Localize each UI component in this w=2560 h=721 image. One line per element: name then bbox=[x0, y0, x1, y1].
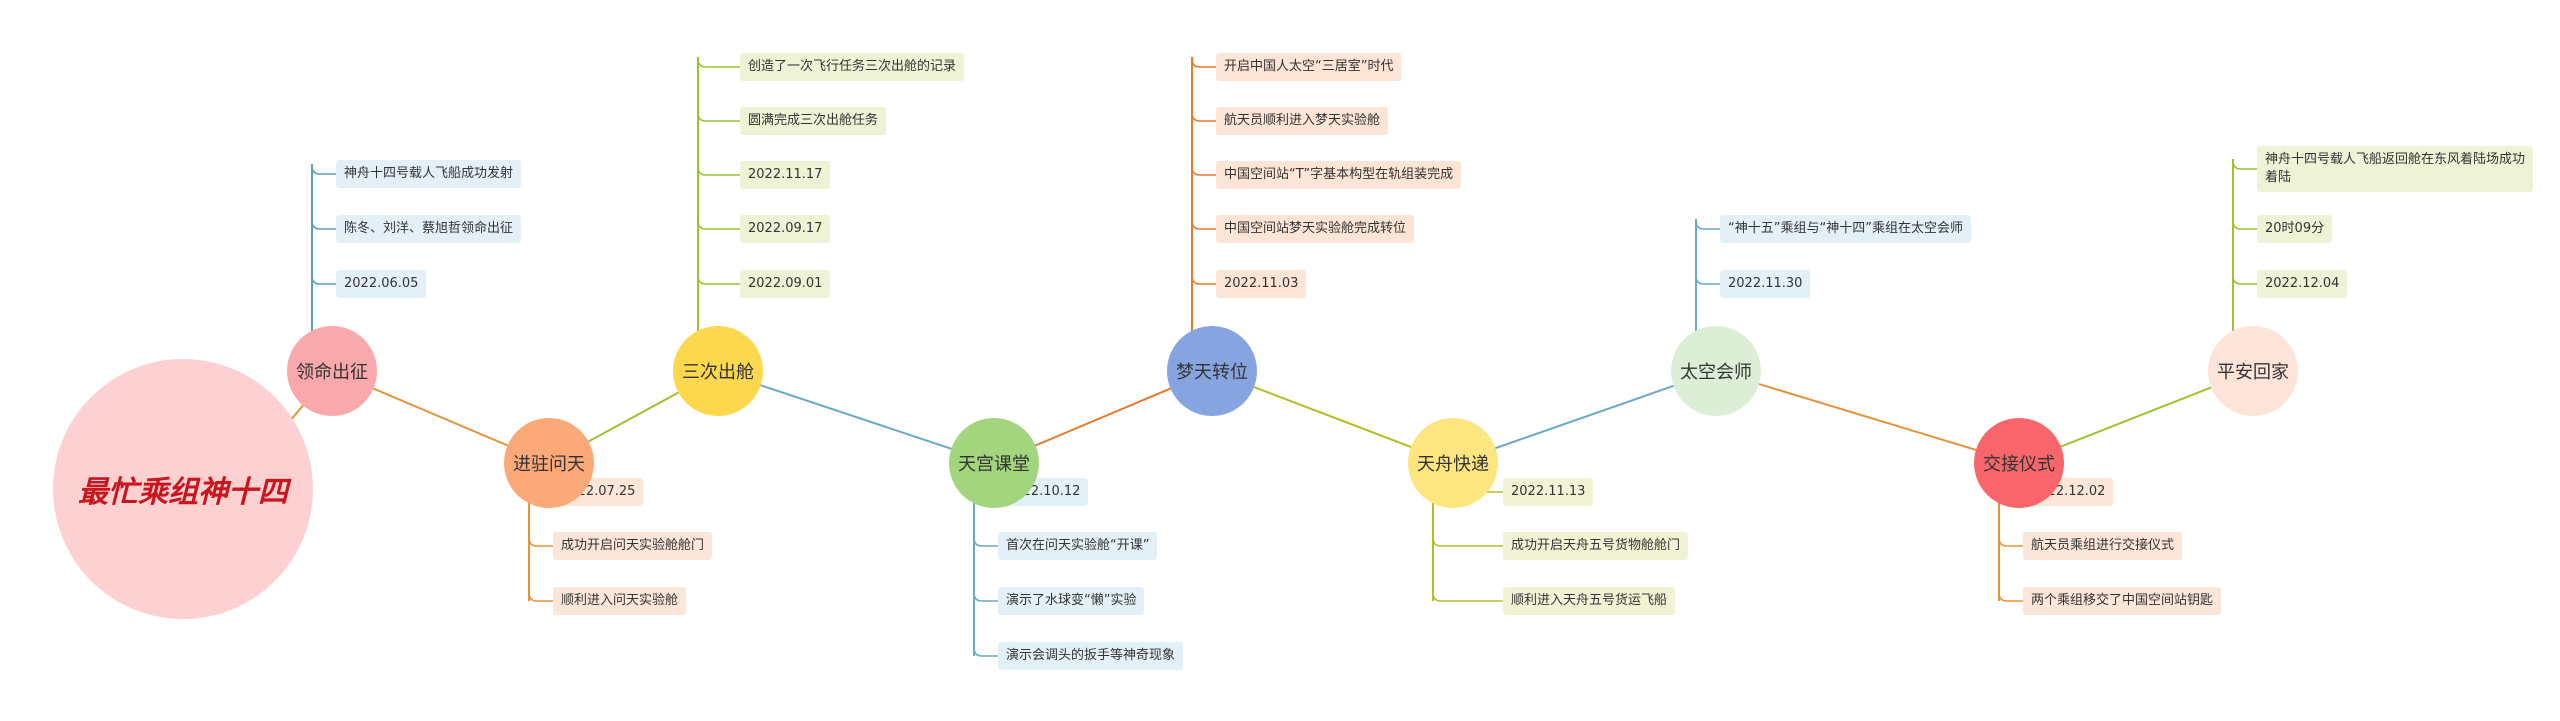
leaf-t3-3[interactable]: 演示会调头的扳手等神奇现象 bbox=[998, 642, 1184, 670]
leaf-connector bbox=[1695, 220, 1720, 230]
leaf-t8-0[interactable]: 神舟十四号载人飞船返回舱在东风着陆场成功着陆 bbox=[2257, 146, 2533, 192]
topic-node-t7[interactable]: 交接仪式 bbox=[1974, 418, 2064, 508]
leaf-t0-2[interactable]: 2022.06.05 bbox=[336, 270, 427, 298]
topic-node-t0[interactable]: 领命出征 bbox=[287, 326, 377, 416]
leaf-connector bbox=[973, 537, 998, 547]
leaf-connector bbox=[1191, 166, 1216, 176]
leaf-connector bbox=[528, 537, 553, 547]
leaf-connector bbox=[311, 165, 336, 175]
leaf-connector bbox=[1695, 275, 1720, 285]
connector-t3 bbox=[717, 370, 995, 464]
leaf-connector bbox=[1191, 58, 1216, 68]
leaf-connector bbox=[697, 275, 740, 285]
leaf-connector bbox=[1998, 592, 2023, 602]
leaf-t2-4[interactable]: 2022.09.01 bbox=[740, 270, 831, 298]
leaf-t0-0[interactable]: 神舟十四号载人飞船成功发射 bbox=[336, 160, 522, 188]
root-topic[interactable]: 最忙乘组神十四 bbox=[53, 359, 313, 619]
leaf-t1-1[interactable]: 成功开启问天实验舱舱门 bbox=[553, 532, 713, 560]
root-topic-label: 最忙乘组神十四 bbox=[78, 475, 288, 510]
leaf-connector bbox=[697, 220, 740, 230]
leaf-t1-2[interactable]: 顺利进入问天实验舱 bbox=[553, 587, 687, 615]
leaf-t8-2[interactable]: 2022.12.04 bbox=[2257, 270, 2348, 298]
leaf-t8-1[interactable]: 20时09分 bbox=[2257, 215, 2333, 243]
leaf-t2-0[interactable]: 创造了一次飞行任务三次出舱的记录 bbox=[740, 53, 965, 81]
topic-node-t3[interactable]: 天宫课堂 bbox=[949, 418, 1039, 508]
connector-t7 bbox=[1715, 370, 2020, 464]
leaf-t6-1[interactable]: 2022.11.30 bbox=[1720, 270, 1811, 298]
leaf-t4-1[interactable]: 航天员顺利进入梦天实验舱 bbox=[1216, 107, 1389, 135]
leaf-t4-3[interactable]: 中国空间站梦天实验舱完成转位 bbox=[1216, 215, 1415, 243]
leaf-connector bbox=[2232, 160, 2257, 170]
leaf-t2-3[interactable]: 2022.09.17 bbox=[740, 215, 831, 243]
leaf-connector bbox=[528, 592, 553, 602]
leaf-t0-1[interactable]: 陈冬、刘洋、蔡旭哲领命出征 bbox=[336, 215, 522, 243]
leaf-connector bbox=[2232, 275, 2257, 285]
leaf-t3-1[interactable]: 首次在问天实验舱“开课” bbox=[998, 532, 1158, 560]
leaf-t2-2[interactable]: 2022.11.17 bbox=[740, 161, 831, 189]
topic-node-t1[interactable]: 进驻问天 bbox=[504, 418, 594, 508]
leaf-t5-2[interactable]: 顺利进入天舟五号货运飞船 bbox=[1503, 587, 1676, 615]
leaf-connector bbox=[697, 112, 740, 122]
leaf-connector bbox=[1432, 537, 1503, 547]
leaf-t4-0[interactable]: 开启中国人太空“三居室”时代 bbox=[1216, 53, 1402, 81]
topic-node-t4[interactable]: 梦天转位 bbox=[1167, 326, 1257, 416]
leaf-t2-1[interactable]: 圆满完成三次出舱任务 bbox=[740, 107, 887, 135]
leaf-t3-2[interactable]: 演示了水球变“懒”实验 bbox=[998, 587, 1145, 615]
leaf-t4-2[interactable]: 中国空间站“T”字基本构型在轨组装完成 bbox=[1216, 161, 1462, 189]
leaf-connector bbox=[697, 58, 740, 68]
leaf-t5-0[interactable]: 2022.11.13 bbox=[1503, 478, 1594, 506]
leaf-connector bbox=[2232, 220, 2257, 230]
leaf-t4-4[interactable]: 2022.11.03 bbox=[1216, 270, 1307, 298]
leaf-t5-1[interactable]: 成功开启天舟五号货物舱舱门 bbox=[1503, 532, 1689, 560]
topic-node-t5[interactable]: 天舟快递 bbox=[1408, 418, 1498, 508]
leaf-connector bbox=[1998, 537, 2023, 547]
leaf-connector bbox=[1191, 220, 1216, 230]
topic-node-t8[interactable]: 平安回家 bbox=[2208, 326, 2298, 416]
leaf-connector bbox=[973, 592, 998, 602]
leaf-t7-2[interactable]: 两个乘组移交了中国空间站钥匙 bbox=[2023, 587, 2222, 615]
leaf-connector bbox=[973, 647, 998, 657]
leaf-connector bbox=[311, 220, 336, 230]
leaf-t7-1[interactable]: 航天员乘组进行交接仪式 bbox=[2023, 532, 2183, 560]
leaf-connector bbox=[1432, 592, 1503, 602]
leaf-connector bbox=[311, 275, 336, 285]
leaf-connector bbox=[697, 166, 740, 176]
connector-t6 bbox=[1452, 370, 1717, 464]
leaf-connector bbox=[1191, 112, 1216, 122]
leaf-connector bbox=[1191, 275, 1216, 285]
leaf-t6-0[interactable]: “神十五”乘组与“神十四”乘组在太空会师 bbox=[1720, 215, 1971, 243]
topic-node-t6[interactable]: 太空会师 bbox=[1671, 326, 1761, 416]
topic-node-t2[interactable]: 三次出舱 bbox=[673, 326, 763, 416]
